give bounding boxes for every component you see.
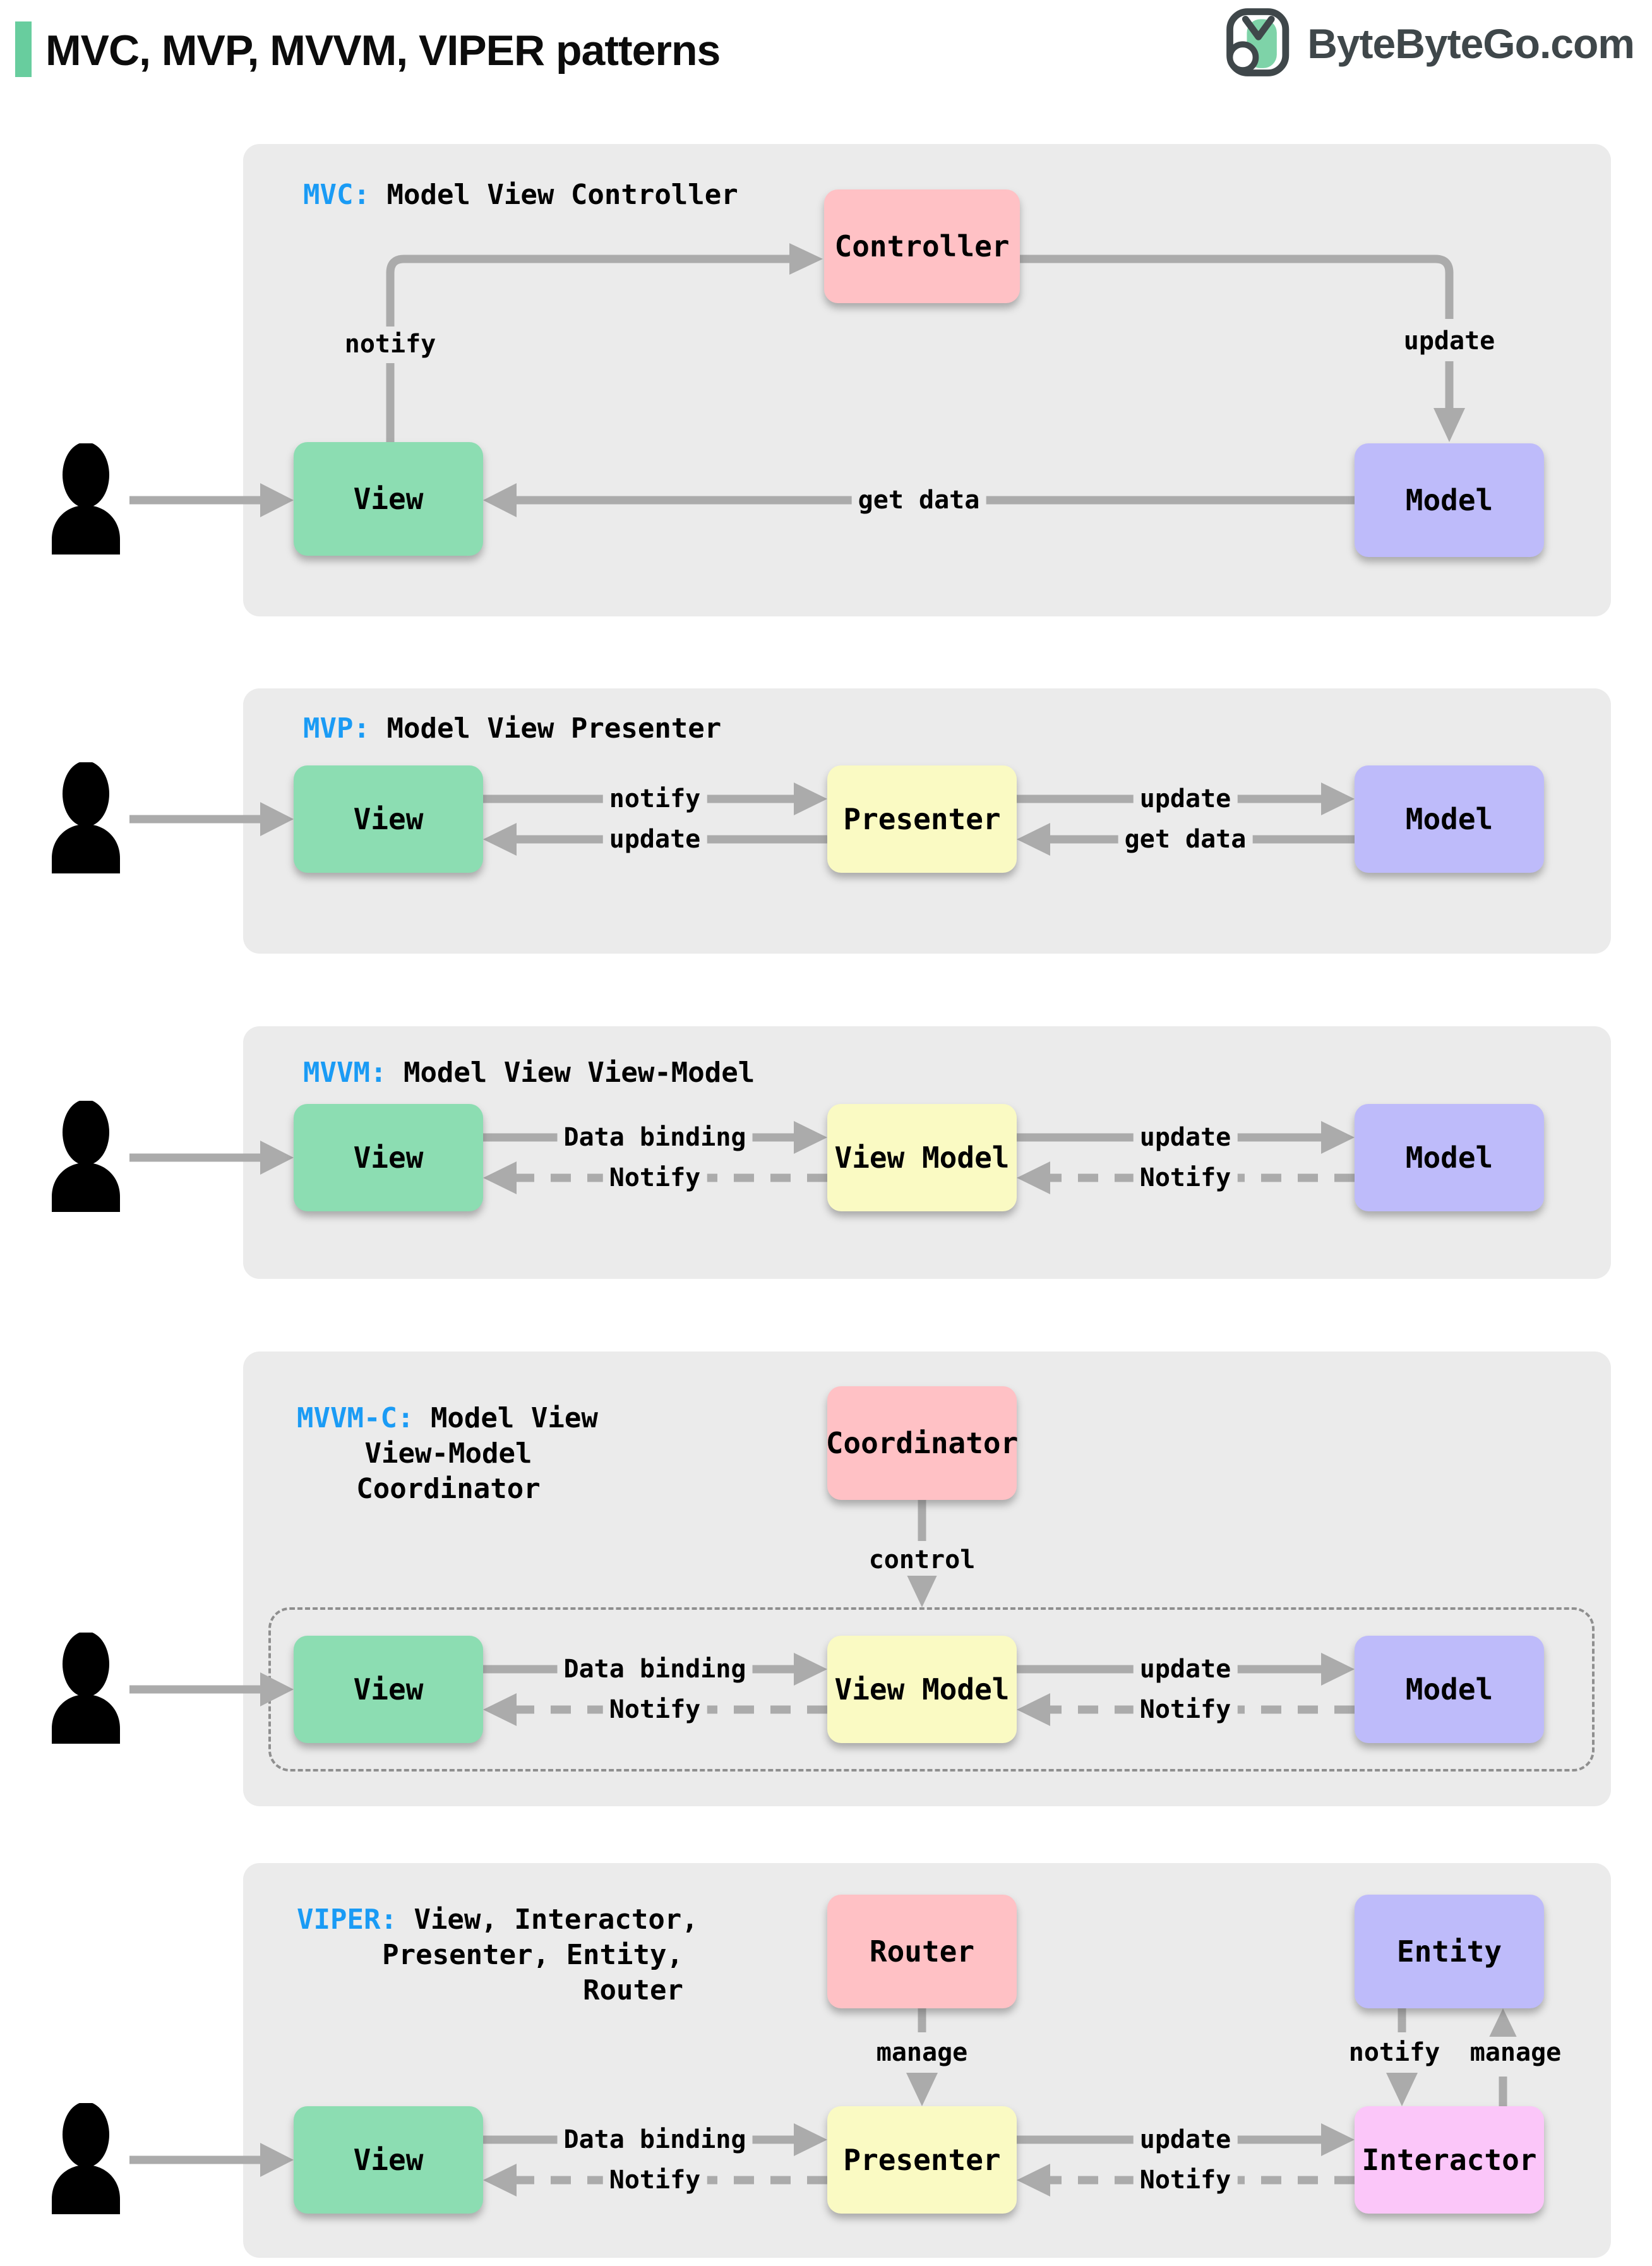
mvvm-header: MVVM: Model View View-Model bbox=[303, 1057, 755, 1089]
mvvm-c-model-box: Model bbox=[1355, 1636, 1544, 1743]
mvvm-c-view-model-box: View Model bbox=[827, 1636, 1017, 1743]
viper-manage-entity-label: manage bbox=[1463, 2037, 1568, 2068]
mvvm-c-coordinator-box: Coordinator bbox=[826, 1386, 1018, 1500]
viper-update-label: update bbox=[1133, 2124, 1238, 2155]
title-accent-bar bbox=[15, 21, 32, 77]
mvc-name: Model View Controller bbox=[386, 179, 738, 211]
mvc-notify-label: notify bbox=[338, 328, 443, 360]
mvp-presenter-box: Presenter bbox=[827, 765, 1017, 873]
mvvm-tag: MVVM: bbox=[303, 1057, 387, 1089]
mvvm-notify-viewmodel-label: Notify bbox=[1133, 1162, 1238, 1194]
mvvm-c-name-line2: View-Model bbox=[364, 1437, 532, 1470]
mvvm-c-notify-view-label: Notify bbox=[602, 1694, 707, 1725]
mvc-view-box: View bbox=[294, 442, 483, 556]
user-person-icon bbox=[52, 1633, 120, 1744]
mvp-get-data-label: get data bbox=[1118, 824, 1253, 855]
viper-notify-view-label: Notify bbox=[602, 2164, 707, 2196]
mvc-get-data-label: get data bbox=[851, 484, 986, 516]
mvvm-data-binding-label: Data binding bbox=[557, 1122, 753, 1153]
mvp-update-model-label: update bbox=[1133, 783, 1238, 815]
mvvm-c-header: MVVM-C: Model View View-Model Coordinato… bbox=[297, 1401, 600, 1507]
mvc-update-label: update bbox=[1397, 325, 1502, 357]
mvvm-update-label: update bbox=[1133, 1122, 1238, 1153]
viper-router-box: Router bbox=[827, 1895, 1017, 2008]
viper-header: VIPER: View, Interactor, Presenter, Enti… bbox=[297, 1902, 698, 2008]
user-person-icon bbox=[52, 2103, 120, 2214]
viper-name-line2: Presenter, Entity, bbox=[382, 1939, 683, 1971]
mvvm-c-view-box: View bbox=[294, 1636, 483, 1743]
viper-tag: VIPER: bbox=[297, 1903, 397, 1936]
mvc-header: MVC: Model View Controller bbox=[303, 179, 738, 211]
mvvm-c-control-label: control bbox=[862, 1544, 982, 1576]
viper-entity-box: Entity bbox=[1355, 1895, 1544, 2008]
mvc-tag: MVC: bbox=[303, 179, 370, 211]
mvp-name: Model View Presenter bbox=[386, 712, 722, 745]
user-person-icon bbox=[52, 443, 120, 555]
bytebytego-bird-icon bbox=[1225, 7, 1296, 80]
mvvm-c-update-label: update bbox=[1133, 1653, 1238, 1685]
page-title: MVC, MVP, MVVM, VIPER patterns bbox=[45, 27, 721, 75]
viper-notify-presenter-label: Notify bbox=[1133, 2164, 1238, 2196]
bytebytego-logo-text: ByteByteGo.com bbox=[1307, 20, 1635, 67]
mvvm-name: Model View View-Model bbox=[403, 1057, 755, 1089]
mvvm-c-data-binding-label: Data binding bbox=[557, 1653, 753, 1685]
viper-presenter-box: Presenter bbox=[827, 2106, 1017, 2214]
viper-notify-label: notify bbox=[1342, 2037, 1447, 2068]
mvp-notify-label: notify bbox=[602, 783, 707, 815]
mvvm-c-name-line3: Coordinator bbox=[356, 1473, 541, 1505]
user-person-icon bbox=[52, 1101, 120, 1212]
viper-name-line3: Router bbox=[583, 1974, 683, 2006]
mvc-model-box: Model bbox=[1355, 443, 1544, 557]
viper-name-line1: View, Interactor, bbox=[414, 1903, 698, 1936]
mvvm-c-notify-viewmodel-label: Notify bbox=[1133, 1694, 1238, 1725]
mvvm-c-tag: MVVM-C: bbox=[297, 1402, 414, 1434]
mvvm-notify-view-label: Notify bbox=[602, 1162, 707, 1194]
viper-data-binding-label: Data binding bbox=[557, 2124, 753, 2155]
user-person-icon bbox=[52, 762, 120, 873]
bytebytego-logo: ByteByteGo.com bbox=[1225, 4, 1635, 83]
viper-view-box: View bbox=[294, 2106, 483, 2214]
mvp-model-box: Model bbox=[1355, 765, 1544, 873]
viper-manage-presenter-label: manage bbox=[870, 2037, 974, 2068]
mvvm-model-box: Model bbox=[1355, 1104, 1544, 1211]
mvvm-view-box: View bbox=[294, 1104, 483, 1211]
mvc-controller-box: Controller bbox=[824, 189, 1020, 303]
mvvm-c-name-line1: Model View bbox=[430, 1402, 598, 1434]
viper-interactor-box: Interactor bbox=[1355, 2106, 1544, 2214]
mvp-view-box: View bbox=[294, 765, 483, 873]
mvp-tag: MVP: bbox=[303, 712, 370, 745]
mvvm-view-model-box: View Model bbox=[827, 1104, 1017, 1211]
mvp-update-view-label: update bbox=[602, 824, 707, 855]
mvp-header: MVP: Model View Presenter bbox=[303, 712, 721, 745]
